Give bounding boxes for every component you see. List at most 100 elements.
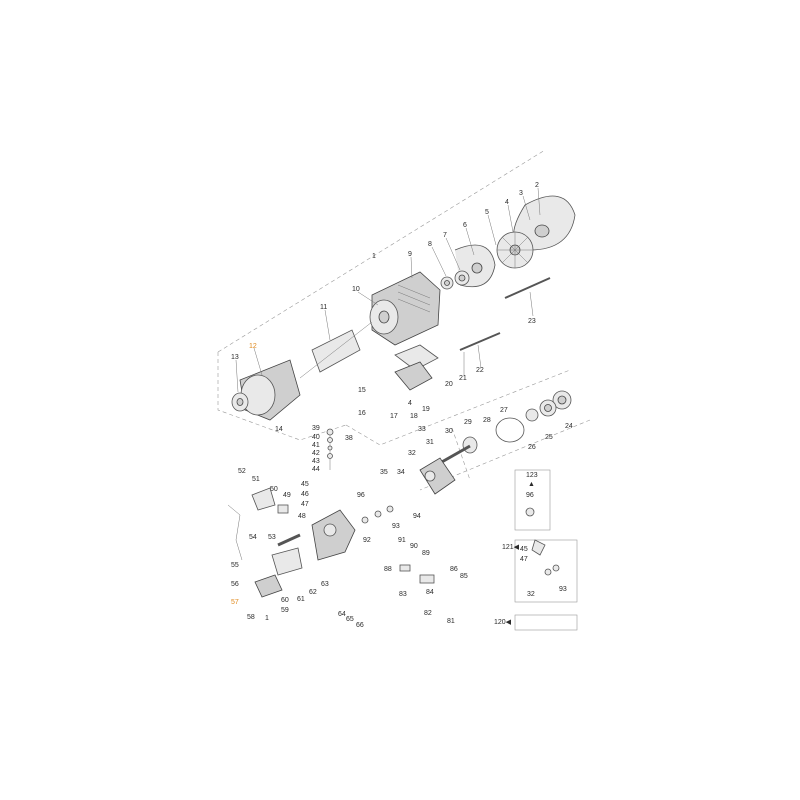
pump-manifold bbox=[311, 509, 356, 561]
label-28: 28 bbox=[483, 417, 491, 424]
label-2: 2 bbox=[535, 182, 539, 189]
label-33: 33 bbox=[418, 426, 426, 433]
label-22: 22 bbox=[476, 367, 484, 374]
label-34: 34 bbox=[397, 469, 405, 476]
pressure-switch bbox=[254, 547, 303, 598]
valve-stack bbox=[326, 428, 334, 470]
label-86: 86 bbox=[450, 566, 458, 573]
label-38: 38 bbox=[345, 435, 353, 442]
label-50: 50 bbox=[270, 486, 278, 493]
motor-bearings bbox=[440, 270, 470, 290]
label-4: 4 bbox=[505, 199, 509, 206]
label-27: 27 bbox=[500, 407, 508, 414]
label-10: 10 bbox=[352, 286, 360, 293]
label-23: 23 bbox=[528, 318, 536, 325]
pump-pistons bbox=[439, 436, 478, 465]
label-26: 26 bbox=[528, 444, 536, 451]
label-64: 64 bbox=[338, 611, 346, 618]
label-48: 48 bbox=[298, 513, 306, 520]
label-8: 8 bbox=[428, 241, 432, 248]
label-1b: 1 bbox=[265, 615, 269, 622]
inset-box-123 bbox=[514, 469, 551, 531]
label-17: 17 bbox=[390, 413, 398, 420]
tie-rods bbox=[459, 277, 551, 351]
check-valves bbox=[361, 505, 435, 584]
label-4b: 4 bbox=[408, 400, 412, 407]
label-123-arrow: ▲ bbox=[528, 481, 535, 488]
label-121: 121◀ bbox=[502, 544, 520, 551]
label-29: 29 bbox=[464, 419, 472, 426]
label-82: 82 bbox=[424, 610, 432, 617]
label-94: 94 bbox=[413, 513, 421, 520]
label-91: 91 bbox=[398, 537, 406, 544]
label-49: 49 bbox=[283, 492, 291, 499]
label-20: 20 bbox=[445, 381, 453, 388]
label-88: 88 bbox=[384, 566, 392, 573]
assembly-boundaries bbox=[217, 149, 591, 491]
label-32: 32 bbox=[408, 450, 416, 457]
label-43: 43 bbox=[312, 458, 320, 465]
label-61: 61 bbox=[297, 596, 305, 603]
inset-box-120 bbox=[514, 614, 578, 631]
pump-wobble-plate bbox=[419, 457, 456, 495]
label-15: 15 bbox=[358, 387, 366, 394]
label-47: 47 bbox=[301, 501, 309, 508]
label-93: 93 bbox=[392, 523, 400, 530]
label-14: 14 bbox=[275, 426, 283, 433]
label-46: 46 bbox=[301, 491, 309, 498]
label-54: 54 bbox=[249, 534, 257, 541]
label-35: 35 bbox=[380, 469, 388, 476]
label-66: 66 bbox=[356, 622, 364, 629]
label-59: 59 bbox=[281, 607, 289, 614]
label-41: 41 bbox=[312, 442, 320, 449]
label-9: 9 bbox=[408, 251, 412, 258]
label-11: 11 bbox=[320, 304, 327, 311]
label-45: 45 bbox=[301, 481, 309, 488]
label-56: 56 bbox=[231, 581, 239, 588]
motor-front-flange bbox=[231, 359, 301, 421]
unloader-valve bbox=[251, 487, 289, 514]
label-65: 65 bbox=[346, 616, 354, 623]
hose-line bbox=[227, 504, 243, 561]
label-90: 90 bbox=[410, 543, 418, 550]
label-1: 1 bbox=[372, 253, 376, 260]
label-32b: 32 bbox=[527, 591, 535, 598]
label-18: 18 bbox=[410, 413, 418, 420]
label-92: 92 bbox=[363, 537, 371, 544]
leader-lines bbox=[235, 187, 541, 393]
label-25: 25 bbox=[545, 434, 553, 441]
motor-rotor bbox=[299, 321, 373, 379]
label-16: 16 bbox=[358, 410, 366, 417]
label-44: 44 bbox=[312, 466, 320, 473]
label-57-highlighted: 57 bbox=[231, 599, 239, 606]
label-45b: 45 bbox=[520, 546, 528, 553]
label-39: 39 bbox=[312, 425, 320, 432]
terminal-box bbox=[394, 344, 439, 391]
drive-shaft bbox=[277, 533, 301, 547]
label-53: 53 bbox=[268, 534, 276, 541]
pump-seals bbox=[495, 390, 572, 443]
label-21: 21 bbox=[459, 375, 467, 382]
label-62: 62 bbox=[309, 589, 317, 596]
label-5: 5 bbox=[485, 209, 489, 216]
label-12-highlighted: 12 bbox=[249, 343, 257, 350]
label-47b: 47 bbox=[520, 556, 528, 563]
label-123: 123 bbox=[526, 472, 538, 479]
label-42: 42 bbox=[312, 450, 320, 457]
motor-housing bbox=[369, 271, 441, 346]
label-96: 96 bbox=[357, 492, 365, 499]
label-89: 89 bbox=[422, 550, 430, 557]
label-40: 40 bbox=[312, 434, 320, 441]
part-number-labels: 1 2 3 4 5 6 7 8 9 10 11 12 13 14 15 16 1… bbox=[231, 182, 573, 629]
inset-box-121 bbox=[514, 539, 578, 603]
motor-fan-cover bbox=[513, 195, 576, 251]
label-3: 3 bbox=[519, 190, 523, 197]
label-83: 83 bbox=[399, 591, 407, 598]
label-81: 81 bbox=[447, 618, 455, 625]
label-13: 13 bbox=[231, 354, 239, 361]
label-30: 30 bbox=[445, 428, 453, 435]
label-31: 31 bbox=[426, 439, 434, 446]
label-19: 19 bbox=[422, 406, 430, 413]
label-60: 60 bbox=[281, 597, 289, 604]
